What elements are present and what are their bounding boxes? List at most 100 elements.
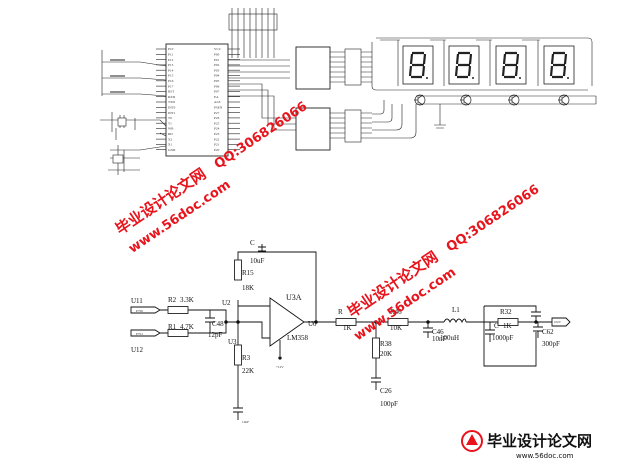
analog-section [130,244,571,420]
opamp-supply: +12V [276,365,284,369]
opamp-part: LM358 [287,334,309,342]
cmid-value: 1000pF [492,334,514,342]
r2-label: R2 [168,296,177,304]
r15-label: R15 [242,269,254,277]
cbot-value: 10uF [242,420,249,424]
mcu-pin-label: P24 [214,127,220,131]
l1-value: 100uH [440,334,459,342]
opamp-out: U0 [308,320,317,328]
mcu-pin-label: P14 [168,68,174,72]
mcu-pin-label: P17 [168,84,174,88]
mcu-pin-label: PSEN [214,106,223,110]
latch-chip-2 [295,107,331,151]
u2-label: U2 [222,299,231,307]
opamp-triangle [269,297,305,347]
watermark-qq-bottom: QQ:306826066 [444,182,543,255]
mcu-pin-label: P27 [214,111,220,115]
cfb-label: C [250,239,255,247]
mcu-pin-label: P00 [214,53,220,57]
c62-value: 300pF [542,340,560,348]
digital-section: P10P11P12P13P14P15P16P17RSTRXDTXDINT0INT… [100,8,597,175]
mcu-pin-label: P06 [214,84,220,88]
mcu-pin-label: P23 [214,132,220,136]
rk-value: 1K [343,324,352,332]
footer-site-name: 毕业设计论文网 [487,432,592,450]
mcu-pin-label: P07 [214,90,220,94]
r38-value: 20K [380,350,392,358]
r1-value: 4.7K [180,323,194,331]
mcu-chip [165,43,229,157]
mcu-pin-label: ALE [214,100,221,104]
u11-label: U11 [131,297,143,305]
mcu-pin-label: VCC [214,47,222,51]
mcu-pin-label: P03 [214,68,220,72]
r1-label: R1 [168,323,177,331]
mcu-pin-label: P11 [168,53,173,57]
mcu-pin-label: T0 [168,116,172,120]
mcu-pin-label: INT1 [168,111,176,115]
r32-value: 1K [503,322,512,330]
cmid-label: C [494,322,499,330]
u3-label: U3 [228,338,237,346]
mcu-pin-label: T1 [168,121,172,125]
mcu-pin-label: P12 [168,58,174,62]
mcu-pin-label: X2 [168,137,172,141]
mcu-pin-label: P01 [214,58,220,62]
mcu-pin-label: P04 [214,74,220,78]
c46-label: C46 [432,328,444,336]
r3-value: 22K [242,367,254,375]
mcu-pin-label: RXD [168,95,176,99]
r3-label: R3 [242,354,251,362]
footer-logo: 毕业设计论文网 www.56doc.com [461,430,592,460]
c48-label: C48 [212,320,224,328]
opamp-name: U3A [286,293,302,302]
c46-value: 10nF [432,335,447,343]
mcu-pin-label: GND [168,148,176,152]
seven-seg-display-4 [542,44,576,86]
seven-seg-display-1 [401,44,435,86]
mcu-pin-label: P02 [214,63,220,67]
c26-value: 100pF [380,400,398,408]
r2-value: 3.3K [180,296,194,304]
mcu-pin-label: P13 [168,63,174,67]
r38-label: R38 [380,340,392,348]
c62-label: C62 [542,328,554,336]
mcu-pin-label: P25 [214,121,220,125]
latch-chip-1 [295,46,331,90]
rk-label: R [338,308,343,316]
c26-label: C26 [380,387,392,395]
c48-value: 12pF [208,331,223,339]
output-port [551,317,571,327]
seven-seg-display-2 [447,44,481,86]
mcu-pin-label: P16 [168,79,174,83]
mcu-pin-label: WR [168,127,174,131]
mcu-pin-label: P10 [168,47,174,51]
mcu-pin-label: P20 [214,148,220,152]
mcu-pin-label: TXD [168,100,176,104]
cfb-value: 10uF [250,257,265,265]
seven-seg-display-3 [494,44,528,86]
port2-label: P701 [136,332,143,336]
inductor-l1 [443,318,467,324]
port1-label: P700 [136,309,143,313]
mcu-pin-label: INT0 [168,106,176,110]
digit-transistors [413,94,570,106]
r46-value: 10K [390,324,402,332]
mcu-pin-label: P22 [214,137,220,141]
mcu-pin-label: RST [168,90,175,94]
r32-label: R32 [500,308,512,316]
mcu-pin-label: EA [214,95,219,99]
analog-labels: P700 P701 U11 U12 R2 3.3K R1 4.7K C48 12… [131,239,562,424]
u12-label: U12 [131,346,144,354]
mcu-pin-label: X1 [168,143,172,147]
input-port-2 [130,329,161,337]
input-port-1 [130,306,161,314]
footer-url: www.56doc.com [516,452,574,460]
mcu-pin-label: P05 [214,79,220,83]
mcu-pin-label: P21 [214,143,220,147]
r46-label: R46 [390,308,402,316]
out-port-label: OUT [554,320,562,324]
mcu-pin-label: P26 [214,116,220,120]
r15-value: 18K [242,284,254,292]
